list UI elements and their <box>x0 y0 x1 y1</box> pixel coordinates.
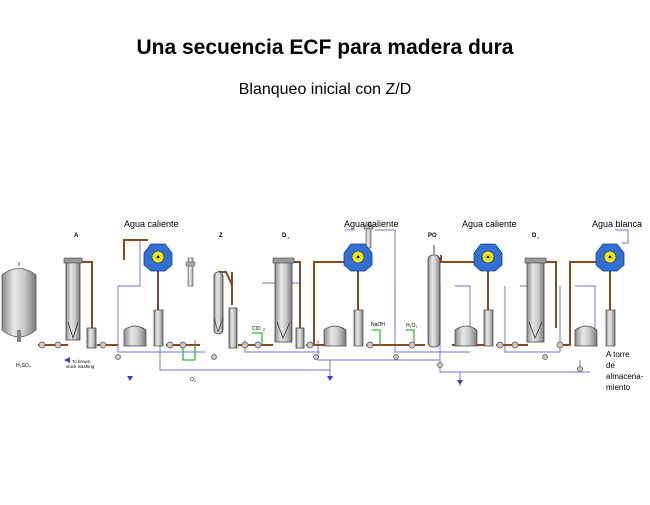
stage-a-tower <box>63 257 97 349</box>
washer-filter-4 <box>595 243 625 272</box>
white-water-label: Agua blanca <box>592 219 642 229</box>
stage-d1-tower <box>272 257 305 349</box>
clo2-label: ClO <box>252 326 261 332</box>
hot-water-label-1: Agua caliente <box>124 219 179 229</box>
clo2-subscript: 2 <box>263 328 265 332</box>
storage-label-line1: A torre <box>606 350 630 359</box>
stage-a-label: A <box>74 233 79 239</box>
brown-stock-label-line1: To brown <box>72 359 91 364</box>
feed-tank <box>1 262 37 342</box>
stage-d1-label: D <box>282 233 287 239</box>
pulp-lines <box>38 239 611 346</box>
page-subtitle: Blanqueo inicial con Z/D <box>238 81 412 98</box>
h2o2-label: H₂O₂ <box>406 323 417 329</box>
filtrate-tanks <box>123 325 598 347</box>
washer-filters <box>143 243 625 272</box>
stage-z-reactor <box>185 257 238 349</box>
washer-filter-2 <box>343 243 373 272</box>
washer-filter-1 <box>143 243 173 272</box>
stage-d2-subscript: 1 <box>537 235 540 240</box>
hot-water-label-2: Agua caliente <box>344 219 399 229</box>
drain-arrows <box>64 357 463 385</box>
pumps <box>38 341 583 372</box>
stage-d2-label: D <box>532 233 537 239</box>
page-title: Una secuencia ECF para madera dura <box>136 36 514 59</box>
seal-tanks <box>153 309 616 347</box>
storage-label-line4: miento <box>606 383 631 392</box>
filtrate-lines <box>117 229 629 386</box>
o2-subscript: 2 <box>194 379 196 383</box>
storage-label-line3: almacena- <box>606 372 644 381</box>
o2-label: O <box>190 377 194 383</box>
brown-stock-label-line2: stock washing <box>66 364 95 369</box>
stage-po-tower <box>363 221 441 348</box>
chemical-lines <box>182 329 415 361</box>
h2so4-label: H₂SO₄ <box>16 363 31 369</box>
diagram-labels: Agua caliente Agua caliente Agua calient… <box>16 219 644 392</box>
washer-filter-3 <box>473 243 503 272</box>
stage-po-label: PO <box>428 233 437 239</box>
stage-z-label: Z <box>219 233 223 239</box>
naoh-label: NaOH <box>371 322 385 328</box>
hot-water-label-3: Agua caliente <box>462 219 517 229</box>
stage-d1-subscript: 1 <box>287 235 290 240</box>
storage-label-line2: de <box>606 361 615 370</box>
stage-d2-tower <box>524 257 547 343</box>
